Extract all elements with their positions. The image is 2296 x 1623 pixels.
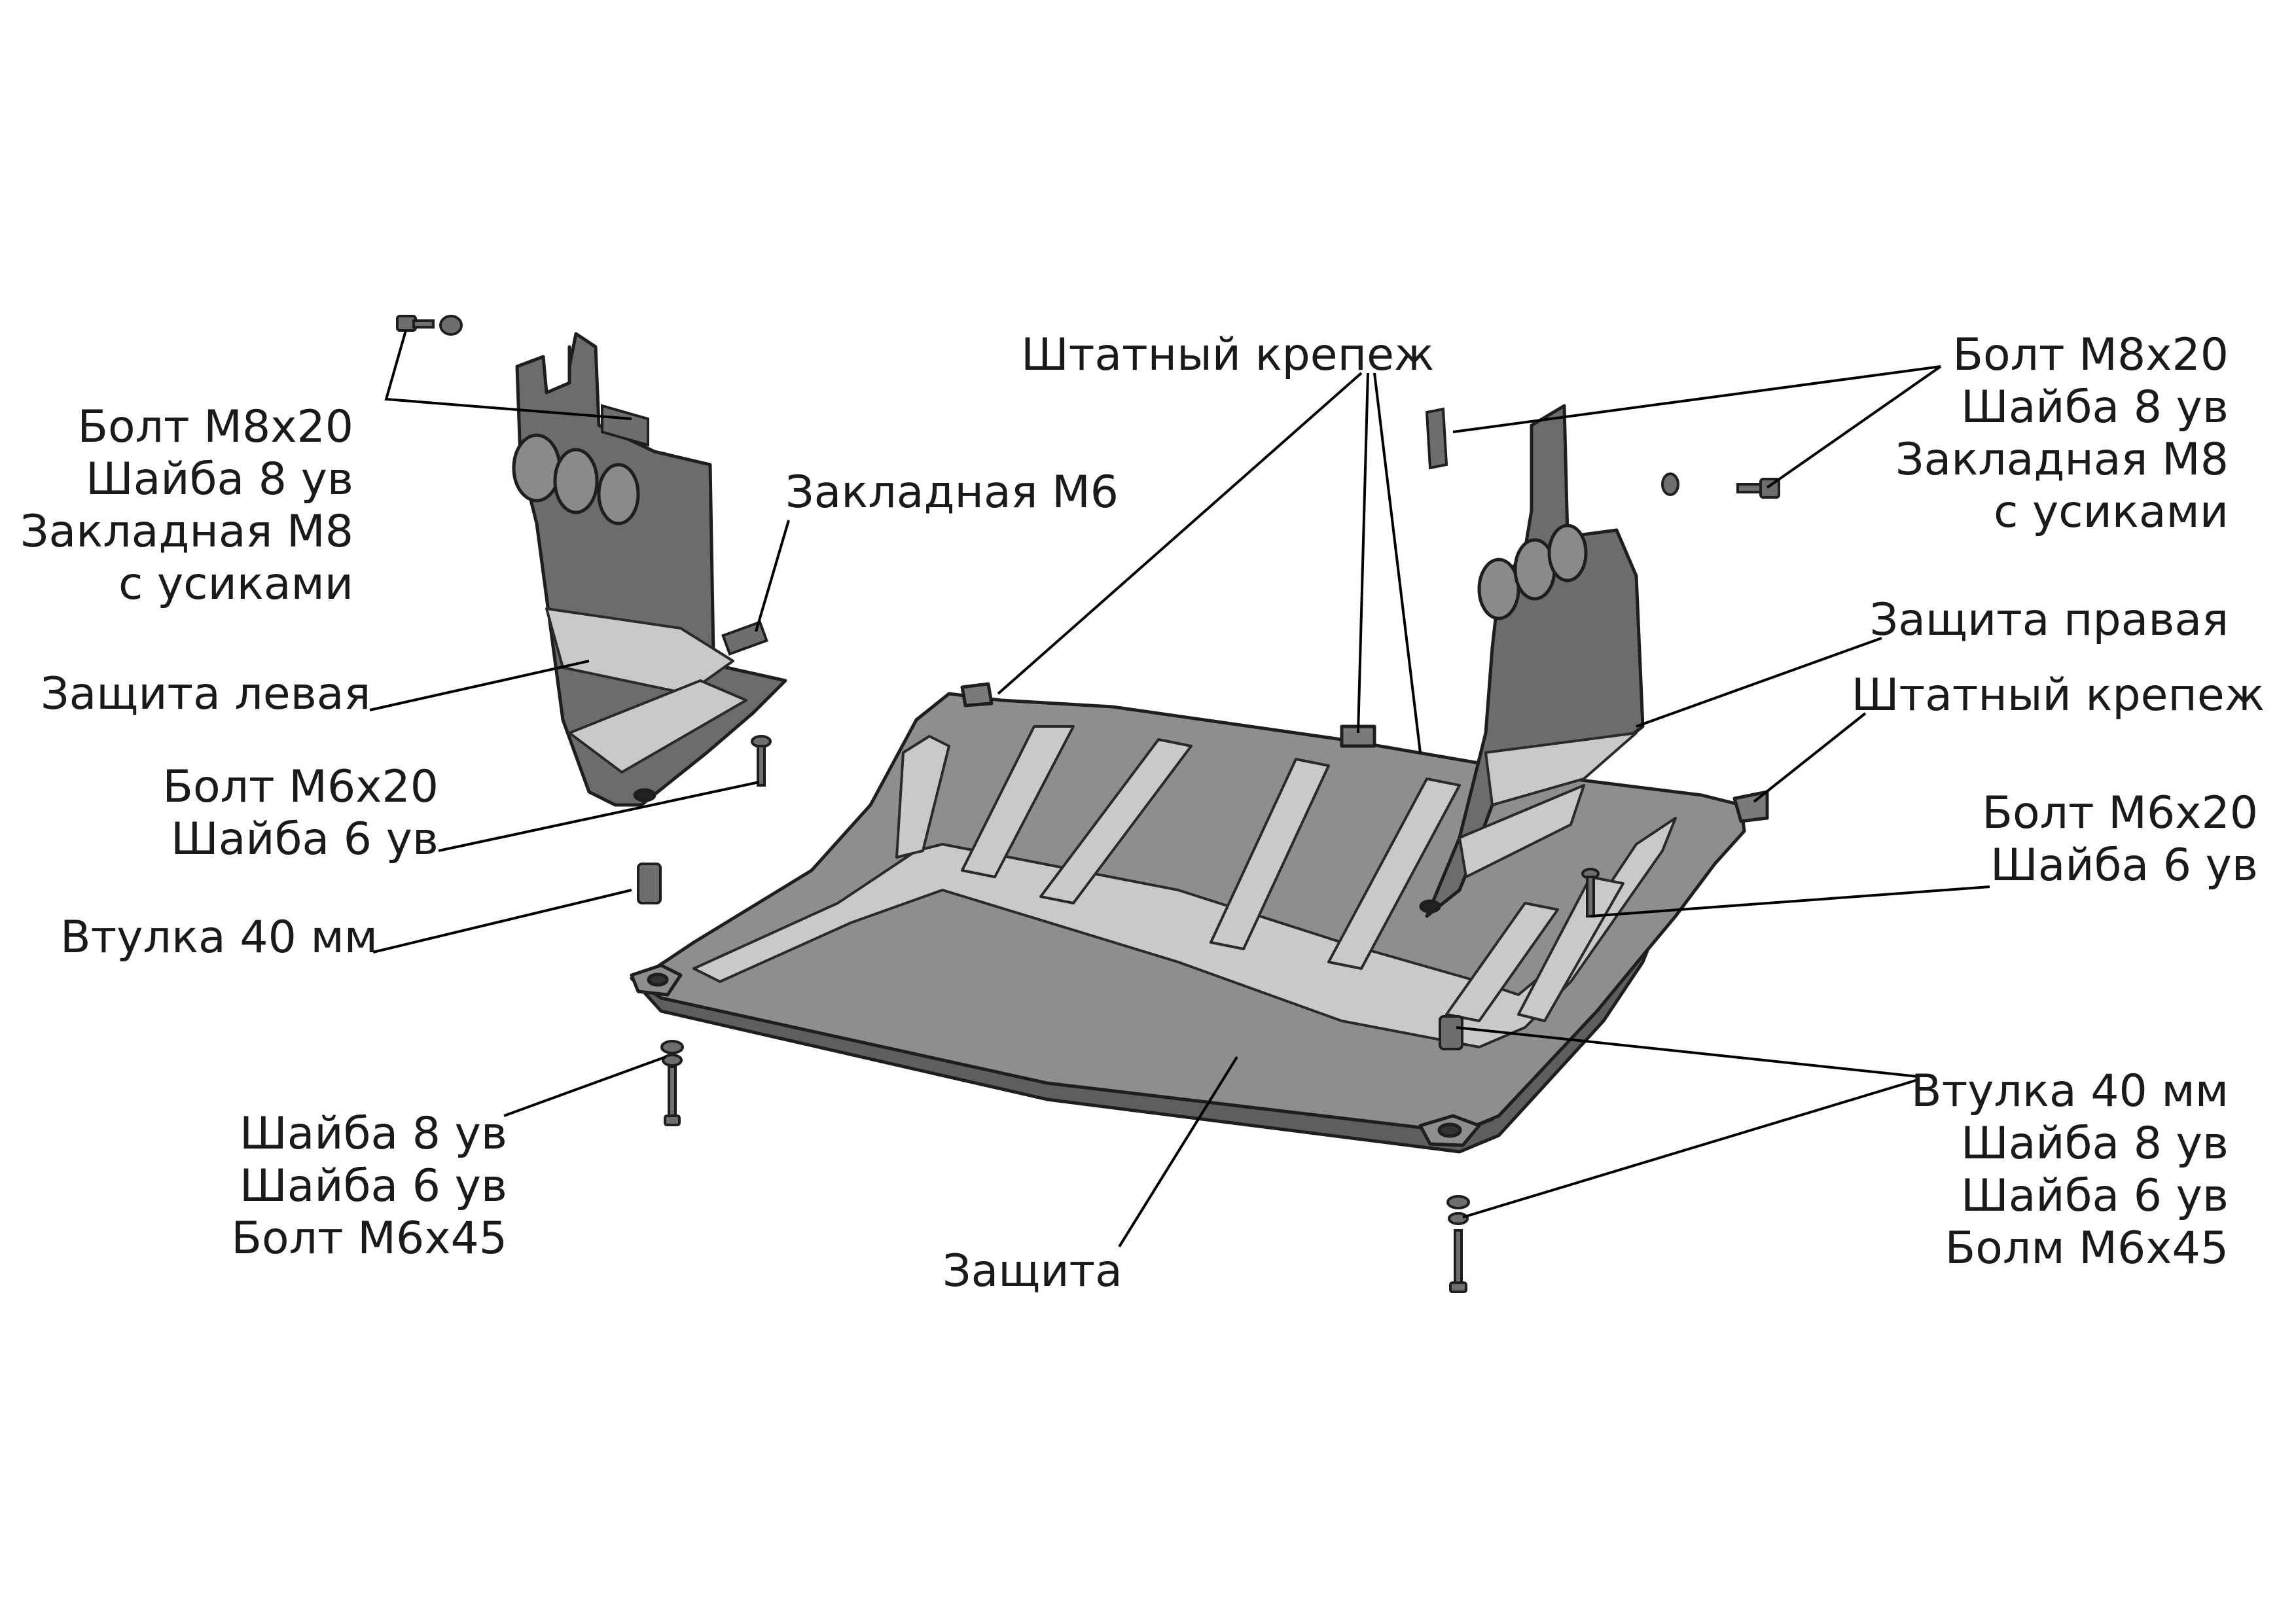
label-right-bottom-washer-8: Шайба 8 ув [1961,1118,2229,1169]
main-skid-plate [630,682,1769,1154]
plate-rib-6 [1445,902,1559,1022]
label-right-bottom-washer-6: Шайба 6 ув [1961,1170,2229,1222]
label-right-top-bolt: Болт М8х20 [1952,329,2229,381]
right-bottom-bolt-m6x45-shank [1454,1229,1463,1284]
left-washer-8 [439,315,463,336]
left-guard-bump-2 [553,448,599,514]
leader-center-top-1 [997,372,1363,695]
label-right-top-washer: Шайба 8 ув [1961,382,2229,433]
leader-left-bushing [372,889,632,954]
left-bottom-washer-6 [662,1054,683,1067]
right-bushing-40 [1439,1015,1463,1050]
right-bolt-m6-shank [1586,876,1595,918]
leader-center-bottom [1118,1056,1238,1248]
leader-right-fastener [1753,712,1867,803]
label-right-bolt-m6: Болт М6х20 [1982,787,2258,839]
left-guard-rib-2 [568,679,747,774]
plate-front-tab-1 [960,682,994,707]
hardware [396,315,1780,1293]
plate-rim-rib [692,817,1677,1048]
plate-ear-left-hole [647,972,669,987]
label-left-top-insert: Закладная М8 [20,506,353,558]
left-bolt-m8-shank [412,319,435,329]
label-right-bottom-bolt: Болм М6х45 [1945,1222,2229,1274]
label-left-bolt-m6: Болт М6х20 [162,761,439,813]
leader-left-top [384,330,632,420]
label-right-bottom-bushing: Втулка 40 мм [1911,1065,2229,1117]
right-guard-hole [1419,899,1441,914]
label-right-top-insert: Закладная М8 [1895,434,2229,486]
label-left-bottom-bolt: Болт М6х45 [231,1213,507,1264]
label-left-top-whiskers: с усиками [118,558,353,610]
left-bottom-washer-8 [660,1040,684,1054]
plate-rib-4 [1210,758,1330,950]
leader-left-bottom [503,1056,666,1117]
label-right-top-whiskers: с усиками [1994,486,2229,538]
leader-right-bolt [1590,885,1990,918]
leader-right-bottom-2 [1462,1079,1918,1219]
leader-right-bottom-1 [1456,1026,1918,1078]
left-bushing-40 [637,863,662,904]
leader-center-top-3 [1373,372,1422,753]
label-right-washer-6: Шайба 6 ув [1990,840,2258,891]
leader-left-insert [755,520,790,632]
left-guard-rib-1 [545,607,734,695]
leader-right-top-2 [1766,365,1942,489]
label-left-washer-6: Шайба 6 ув [171,813,439,865]
label-center-guard: Защита [942,1245,1122,1297]
label-left-bottom-washer-8: Шайба 8 ув [240,1108,507,1160]
right-insert-m8 [1425,407,1448,470]
leader-lines [369,330,1990,1248]
right-bottom-bolt-m6x45-head [1449,1281,1467,1293]
left-bottom-bolt-m6x45-shank [668,1065,677,1120]
plate-ear-right-hole [1437,1122,1462,1138]
plate-rib-5 [1327,777,1461,970]
plate-front-tab-2 [1340,724,1376,748]
label-left-bushing: Втулка 40 мм [60,912,378,963]
left-guard-bump-3 [597,463,640,526]
left-guard-hole [633,788,656,802]
plate-rib-1 [895,735,950,859]
leader-left-guard [369,660,590,711]
label-left-guard: Защита левая [41,668,370,720]
leader-right-guard [1636,637,1882,728]
plate-rib-3 [1039,738,1193,904]
left-insert-m6 [721,620,768,656]
right-bottom-washer-8 [1446,1195,1470,1209]
left-insert-m8 [601,404,649,447]
left-bolt-m6-shank [757,745,766,787]
right-guard-bump-3 [1547,524,1588,582]
right-guard [1419,404,1645,918]
plate-rib-7 [1517,876,1624,1022]
label-left-insert-m6: Закладная М6 [785,467,1119,518]
label-right-guard: Защита правая [1870,594,2229,646]
right-guard-rib-1 [1484,732,1638,806]
label-left-top-washer: Шайба 8 ув [86,454,353,505]
plate-rib-2 [961,725,1075,878]
label-center-fastener: Штатный крепеж [1021,329,1434,381]
leader-center-top-2 [1357,372,1369,734]
label-left-bottom-washer-6: Шайба 6 ув [240,1160,507,1212]
label-right-fastener: Штатный крепеж [1852,669,2265,721]
right-guard-rib-2 [1458,784,1585,878]
labels: Болт М8х20 Шайба 8 ув Закладная М8 с уси… [20,329,2265,1297]
right-bottom-washer-6 [1448,1212,1469,1225]
right-washer-8 [1661,473,1679,496]
leader-right-top-1 [1452,365,1941,433]
right-guard-bump-1 [1477,558,1520,620]
leader-left-bolt [438,781,760,852]
left-bottom-bolt-m6x45-head [664,1115,681,1126]
label-left-top-bolt: Болт М8х20 [77,401,353,453]
left-guard-bump-1 [512,433,562,503]
left-guard [512,332,787,807]
